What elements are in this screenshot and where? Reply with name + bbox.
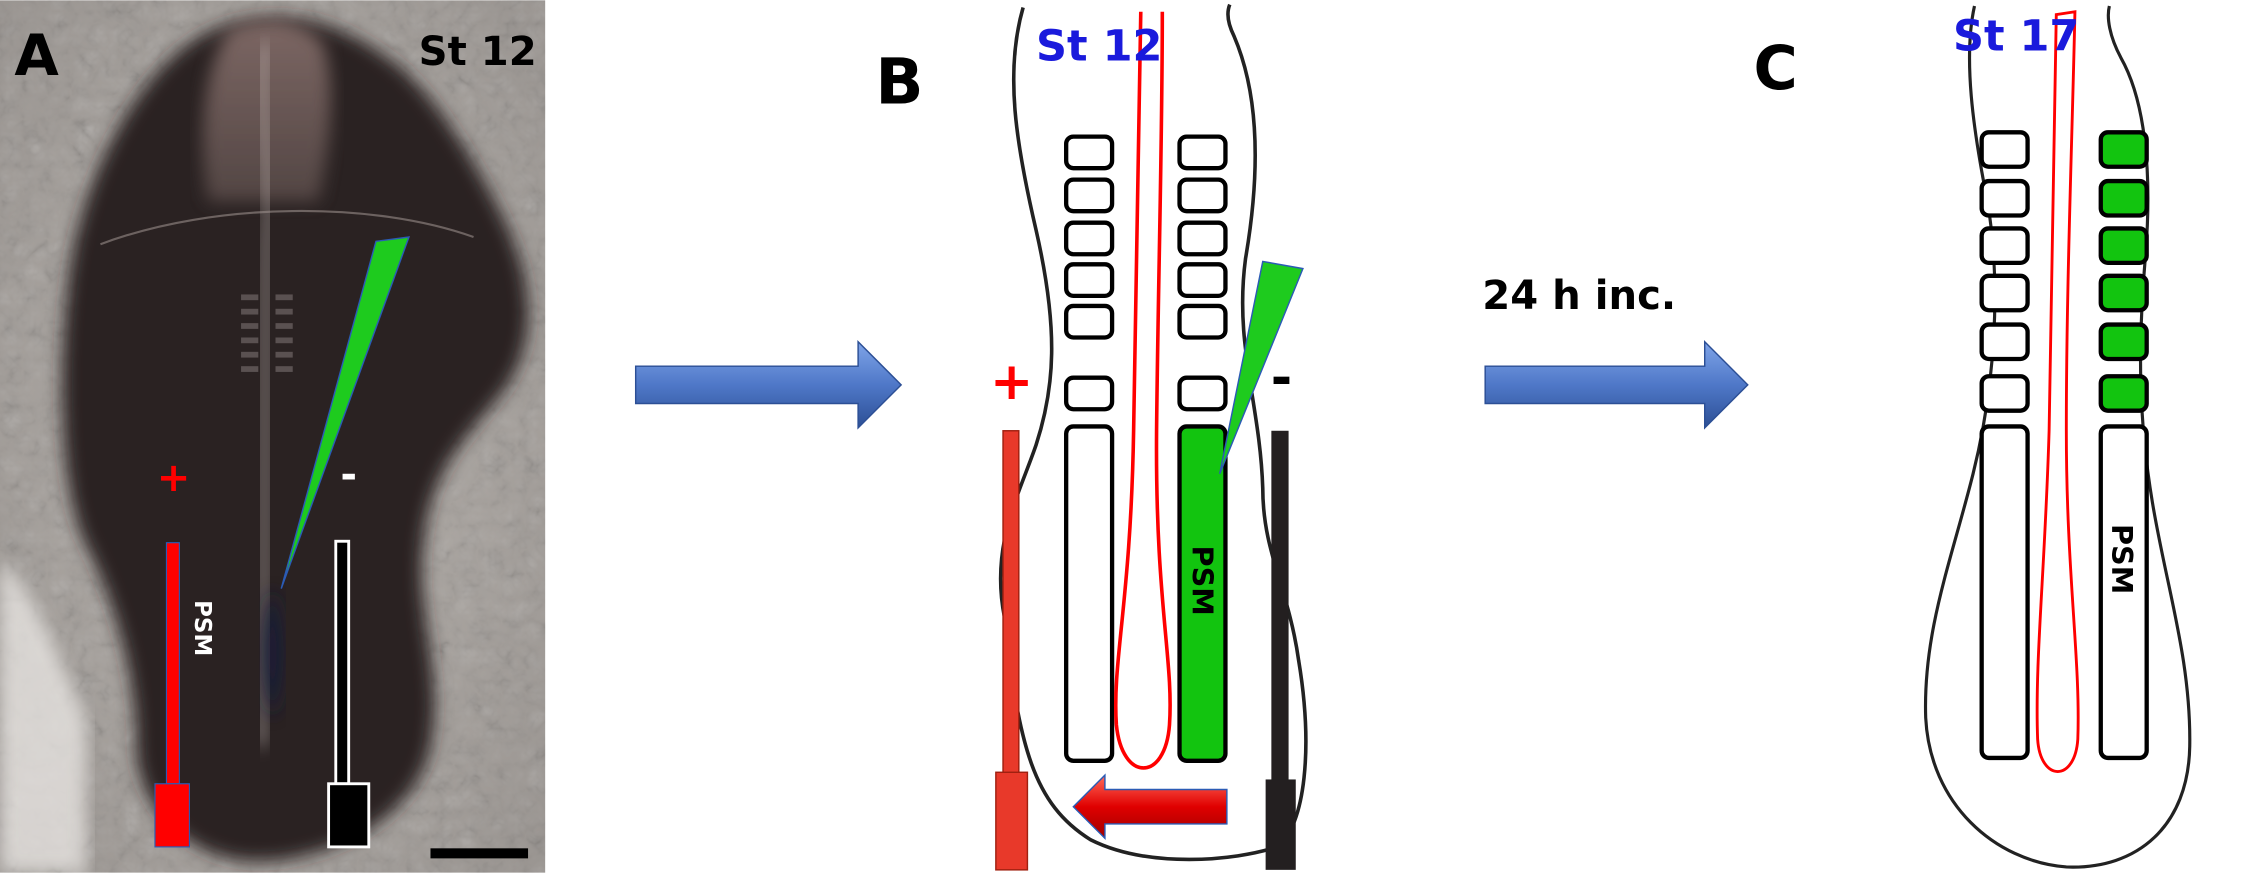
plus-sign-a: +: [157, 455, 191, 501]
psm-c: [2098, 424, 2149, 761]
panel-label-b: B: [875, 45, 923, 119]
panel-c-schematic: C PSM St 17: [1754, 5, 2192, 869]
somites-right-b: [1177, 134, 1228, 412]
injection-needle-a: [280, 236, 411, 589]
electrode-plus-b: [1002, 430, 1020, 776]
neural-tube-c: [2035, 10, 2080, 773]
panel-b-schematic: B PSM + - St 12: [875, 3, 1308, 871]
electrode-minus-a: [334, 539, 351, 786]
plus-sign-b: +: [990, 352, 1033, 412]
psm-label-a: PSM: [189, 600, 215, 656]
electrode-minus-b: [1271, 430, 1289, 783]
electrode-minus-b-handle: [1265, 779, 1296, 870]
somites-left-b: [1064, 134, 1115, 763]
panel-label-c: C: [1754, 34, 1798, 104]
electrode-plus-a: [165, 542, 180, 785]
stage-label-b: St 12: [1036, 22, 1162, 72]
electrode-plus-b-handle: [995, 771, 1029, 871]
neural-tube-photo: [256, 42, 274, 747]
electrode-plus-a-handle: [154, 783, 190, 848]
psm-label-c: PSM: [2105, 524, 2139, 594]
stage-label-a: St 12: [419, 29, 537, 75]
somites-left-c: [1979, 130, 2030, 761]
psm-label-b: PSM: [1185, 546, 1219, 616]
electrode-minus-a-handle: [327, 782, 371, 849]
embryo-outline-b: [998, 3, 1308, 862]
minus-sign-b: -: [1271, 348, 1292, 408]
panel-a-photo: + - PSM A St 12: [0, 0, 546, 873]
embryo-outline-c: [1923, 5, 2192, 869]
stage-label-c: St 17: [1953, 11, 2079, 61]
gfp-expression-photo: [261, 588, 284, 718]
current-direction-arrow: [1072, 773, 1228, 841]
incubation-label: 24 h inc.: [1482, 273, 1676, 319]
neural-tube-b: [1113, 11, 1172, 770]
minus-sign-a: -: [340, 452, 357, 498]
injection-needle-b: [1219, 260, 1304, 475]
gfp-somites-c: [2098, 130, 2149, 413]
arrow-a-to-b: [634, 340, 903, 430]
scale-bar: [430, 848, 529, 859]
panel-label-a: A: [14, 22, 59, 89]
arrow-b-to-c: 24 h inc.: [1482, 273, 1749, 430]
somites-photo: [241, 294, 293, 372]
psm-electroporated-b: [1177, 424, 1228, 763]
